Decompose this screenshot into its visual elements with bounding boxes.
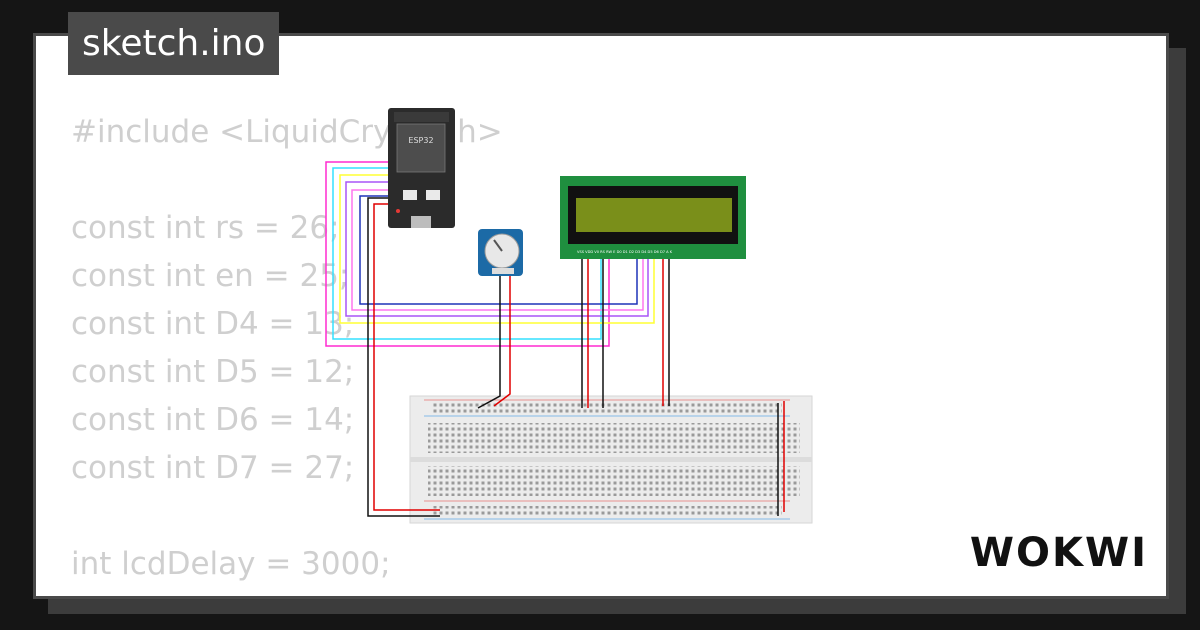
code-line: const int D5 = 12; xyxy=(71,354,355,390)
wokwi-logo: WOKWI xyxy=(969,530,1148,576)
esp32-board: ESP32 xyxy=(388,108,455,228)
code-line: const int en = 25; xyxy=(71,258,350,294)
code-line: const int D4 = 13; xyxy=(71,306,355,342)
lcd-pin-labels: VSS VDD V0 RS RW E D0 D1 D2 D3 D4 D5 D6 … xyxy=(577,250,673,254)
potentiometer xyxy=(478,229,523,276)
lcd-display: VSS VDD V0 RS RW E D0 D1 D2 D3 D4 D5 D6 … xyxy=(560,176,746,259)
circuit-diagram: ESP32 VSS VDD V0 RS RW E D0 D1 D2 D3 D4 … xyxy=(325,108,813,524)
code-snippet: #include <LiquidCrystal.h> const int rs =… xyxy=(71,108,503,588)
code-line: const int D7 = 27; xyxy=(71,450,355,486)
code-line: int lcdDelay = 3000; xyxy=(71,546,391,582)
esp32-label: ESP32 xyxy=(408,136,433,145)
file-title: sketch.ino xyxy=(68,12,280,75)
code-line: const int D6 = 14; xyxy=(71,402,355,438)
breadboard xyxy=(409,395,813,524)
preview-card: #include <LiquidCrystal.h> const int rs =… xyxy=(33,33,1169,599)
code-line: const int rs = 26; xyxy=(71,210,340,246)
code-line: #include <LiquidCrystal.h> xyxy=(71,114,503,150)
wires xyxy=(325,161,785,517)
